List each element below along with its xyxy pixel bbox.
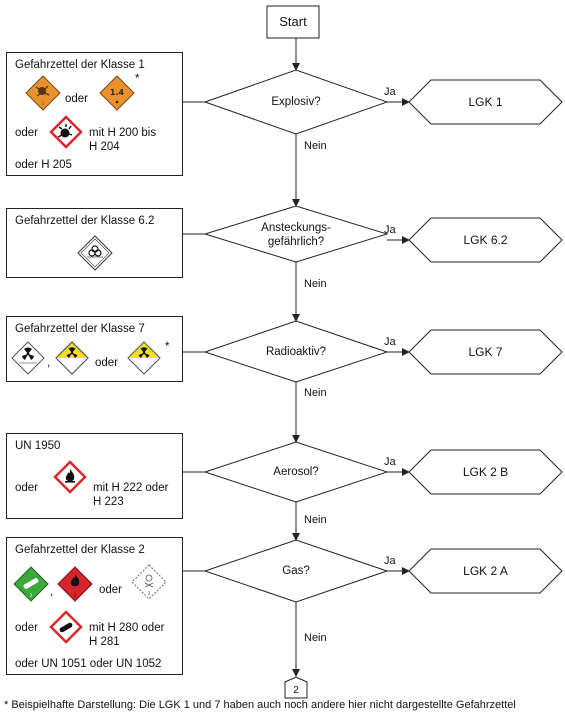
box-klasse-7-title: Gefahrzettel der Klasse 7 xyxy=(15,323,145,335)
svg-text:2: 2 xyxy=(148,591,151,596)
decision-label-explosiv: Explosiv? xyxy=(271,96,321,108)
result-hex-4 xyxy=(408,449,563,495)
yes-label-5: Ja xyxy=(384,555,396,567)
explosive-label-icon: 1 xyxy=(25,75,61,111)
no-label-4: Nein xyxy=(304,514,327,526)
decision-label-ansteckend-1: Ansteckungs- xyxy=(261,222,331,234)
box-klasse-2: Gefahrzettel der Klasse 2 2 , 2 oder 2 o… xyxy=(6,537,183,675)
box-klasse-1-oder-1: oder xyxy=(65,93,89,105)
box-un-1950-title: UN 1950 xyxy=(15,440,61,452)
ghs-gas-cylinder-icon xyxy=(49,610,83,644)
box-klasse-1-h-line1: mit H 200 bis xyxy=(89,127,157,139)
ghs-exploding-bomb-icon xyxy=(49,115,83,149)
box-klasse-1-h-line2: H 204 xyxy=(89,141,120,153)
box-klasse-2-title: Gefahrzettel der Klasse 2 xyxy=(15,544,145,556)
explosive-1-4-label-icon: 1.4 xyxy=(99,75,135,111)
box-un-1950: UN 1950 oder mit H 222 oder H 223 xyxy=(6,433,183,519)
result-hex-5 xyxy=(408,548,563,594)
decision-ansteckend xyxy=(203,205,389,263)
result-label-5: LGK 2 A xyxy=(463,564,508,578)
box-un-1950-h-line2: H 223 xyxy=(93,496,124,508)
result-label-3: LGK 7 xyxy=(468,345,503,359)
box-klasse-2-footer: oder UN 1051 oder UN 1052 xyxy=(15,658,162,670)
yes-label-4: Ja xyxy=(384,456,396,468)
box-klasse-2-comma: , xyxy=(50,586,54,598)
yes-label-3: Ja xyxy=(384,336,396,348)
decision-label-aerosol: Aerosol? xyxy=(273,466,319,478)
result-label-4: LGK 2 B xyxy=(462,465,509,479)
label-1-4-text: 1.4 xyxy=(110,88,125,97)
svg-text:1: 1 xyxy=(42,101,45,106)
box-klasse-1-asterisk: * xyxy=(135,73,140,85)
result-hex-1 xyxy=(408,79,563,125)
end-connector-shape xyxy=(284,676,308,699)
yes-label-2: Ja xyxy=(384,224,396,236)
box-klasse-6-2: Gefahrzettel der Klasse 6.2 xyxy=(6,208,183,278)
box-klasse-1-title: Gefahrzettel der Klasse 1 xyxy=(15,59,145,71)
end-connector-label: 2 xyxy=(293,685,299,696)
result-label-2: LGK 6.2 xyxy=(463,233,508,247)
box-un-1950-oder: oder xyxy=(15,482,39,494)
no-label-1: Nein xyxy=(304,140,327,152)
footnote: * Beispielhafte Darstellung: Die LGK 1 u… xyxy=(4,699,516,711)
box-klasse-7: Gefahrzettel der Klasse 7 , oder * xyxy=(6,316,183,382)
radioactive-yellow-label-icon xyxy=(55,341,89,375)
non-flammable-gas-label-icon: 2 xyxy=(13,566,49,602)
decision-label-gas: Gas? xyxy=(282,565,310,577)
result-label-1: LGK 1 xyxy=(468,95,503,109)
yes-label-1: Ja xyxy=(384,86,396,98)
box-klasse-7-comma: , xyxy=(47,357,51,369)
no-label-2: Nein xyxy=(304,278,327,290)
radioactive-yellow-label-icon-2 xyxy=(127,341,161,375)
box-klasse-2-h-line1: mit H 280 oder xyxy=(89,622,165,634)
toxic-gas-label-icon: 2 xyxy=(131,564,167,600)
box-klasse-2-oder-1: oder xyxy=(99,584,123,596)
svg-text:2: 2 xyxy=(74,593,77,598)
box-klasse-2-h-line2: H 281 xyxy=(89,636,120,648)
decision-label-radioaktiv: Radioaktiv? xyxy=(265,346,327,358)
box-klasse-1: Gefahrzettel der Klasse 1 1 oder 1.4 * o… xyxy=(6,52,183,176)
box-klasse-7-oder: oder xyxy=(95,357,119,369)
box-klasse-1-oder-h: oder H 205 xyxy=(15,159,72,171)
box-klasse-6-2-title: Gefahrzettel der Klasse 6.2 xyxy=(15,215,155,227)
result-hex-2 xyxy=(408,217,563,263)
start-label: Start xyxy=(279,14,307,29)
start-box xyxy=(266,5,320,39)
no-label-3: Nein xyxy=(304,387,327,399)
no-label-5: Nein xyxy=(304,632,327,644)
svg-text:2: 2 xyxy=(30,593,33,598)
result-hex-3 xyxy=(408,329,563,375)
ghs-flame-icon xyxy=(53,460,87,494)
box-klasse-7-asterisk: * xyxy=(165,341,170,353)
box-klasse-1-oder-2: oder xyxy=(15,127,39,139)
radioactive-white-label-icon xyxy=(11,341,45,375)
decision-label-ansteckend-2: gefährlich? xyxy=(267,236,325,248)
flammable-gas-label-icon: 2 xyxy=(57,566,93,602)
box-un-1950-h-line1: mit H 222 oder xyxy=(93,482,169,494)
box-klasse-2-oder-2: oder xyxy=(15,622,39,634)
biohazard-label-icon xyxy=(77,235,113,271)
